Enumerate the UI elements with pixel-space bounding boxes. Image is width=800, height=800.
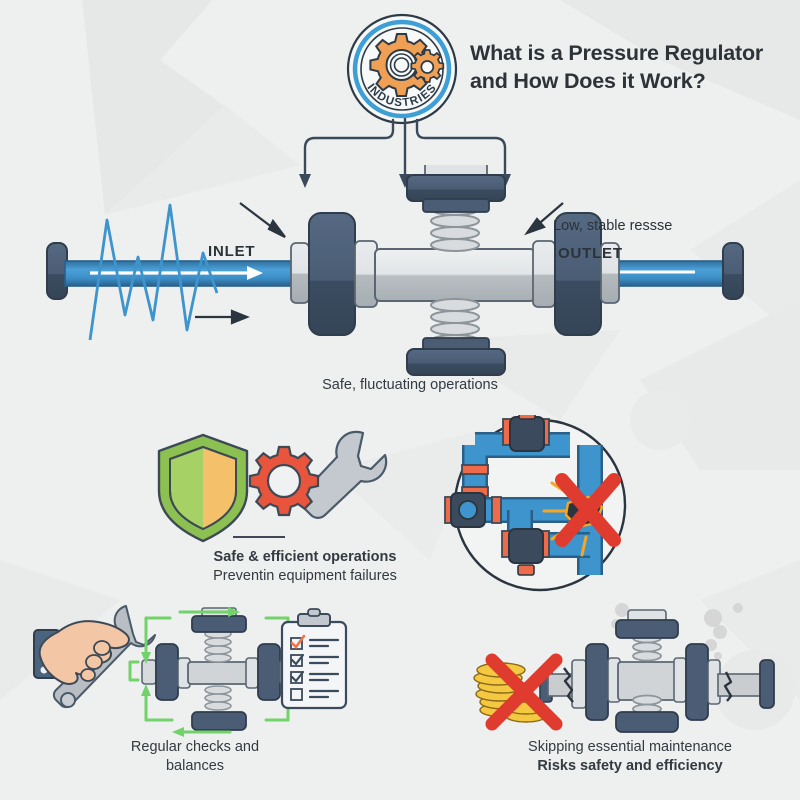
- regulator-caption: Safe, fluctuating operations: [322, 377, 498, 393]
- gear-icon-small: [410, 49, 445, 83]
- cross-icon: [555, 473, 621, 547]
- hand-icon: [38, 620, 130, 685]
- gear-icon: [248, 445, 320, 517]
- outlet-note: Low, stable ressse: [553, 218, 673, 234]
- clipboard-icon: [280, 608, 348, 710]
- pipe-failure-illustration: [444, 415, 627, 592]
- title-line-2: and How Does it Work?: [470, 68, 706, 93]
- page-title: What is a Pressure Regulator and How Doe…: [470, 40, 780, 96]
- bad-caption-line-2: Risks safety and efficiency: [537, 758, 723, 775]
- benefits-caption: Safe & efficient operations Preventin eq…: [155, 548, 455, 586]
- outlet-label: OUTLET: [558, 245, 623, 262]
- good-caption-line-2: balances: [165, 758, 225, 775]
- mini-regulator: [141, 607, 295, 731]
- safety-benefits-icon: [157, 430, 388, 543]
- gear-icon-large: [369, 33, 434, 97]
- fluctuating-wave: [88, 203, 219, 341]
- broken-regulator: [539, 609, 775, 733]
- crack-icon: [563, 667, 733, 703]
- bad-maintenance-caption: Skipping essential maintenance Risks saf…: [470, 738, 790, 776]
- branching-arrows: [299, 118, 511, 188]
- inlet-label: INLET: [208, 243, 256, 260]
- title-line-1: What is a Pressure Regulator: [470, 41, 764, 65]
- wrench-icon: [299, 430, 388, 519]
- arrow-left: [303, 118, 395, 178]
- industries-badge-logo: INDUSTRIES: [346, 13, 458, 125]
- valve-icon: [450, 415, 545, 576]
- skipped-maintenance-illustration: [473, 603, 775, 733]
- benefits-caption-line-1: Safe & efficient operations: [213, 549, 397, 565]
- pressure-regulator-diagram: [46, 165, 744, 376]
- good-caption-line-1: Regular checks and: [130, 739, 260, 755]
- arrow-right: [415, 118, 507, 178]
- bad-caption-line-1: Skipping essential maintenance: [528, 739, 732, 755]
- cross-icon: [485, 653, 563, 731]
- shield-icon: [157, 433, 249, 543]
- benefits-caption-line-2: Preventin equipment failures: [213, 568, 397, 585]
- regular-maintenance-illustration: [33, 605, 348, 737]
- good-maintenance-caption: Regular checks and balances: [45, 738, 345, 776]
- pipe-network: [444, 415, 621, 576]
- pointer-arrows: [195, 202, 564, 325]
